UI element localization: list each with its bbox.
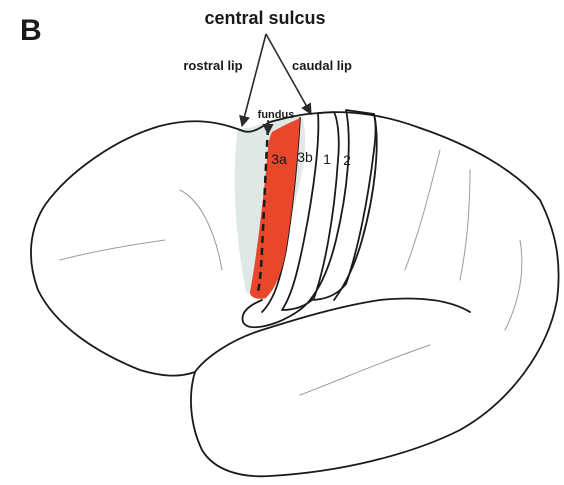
panel-letter: B — [20, 14, 42, 47]
sulcus-lunate — [505, 240, 522, 330]
central-sulcus-title: central sulcus — [204, 8, 325, 28]
sulcus-intraparietal — [405, 150, 440, 270]
area-2-strip — [310, 110, 376, 300]
fundus-label: fundus — [258, 109, 295, 121]
rostral-lip-label: rostral lip — [183, 58, 242, 73]
sulcus-parietal — [460, 170, 470, 280]
sulcus-frontal — [60, 240, 165, 260]
sulcus-arcuate — [180, 190, 222, 270]
area-3a-label: 3a — [271, 151, 287, 167]
postcentral-border — [334, 114, 377, 300]
temporal-boundary — [195, 299, 470, 373]
caudal-lip-label: caudal lip — [292, 58, 352, 73]
caudal-lip-arrow — [266, 34, 311, 114]
sulcus-temporal — [300, 345, 430, 395]
area-3b-label: 3b — [297, 149, 313, 165]
area-1-label: 1 — [323, 151, 331, 167]
central-sulcus-lower-loop — [242, 300, 310, 327]
area-2-label: 2 — [343, 152, 351, 168]
